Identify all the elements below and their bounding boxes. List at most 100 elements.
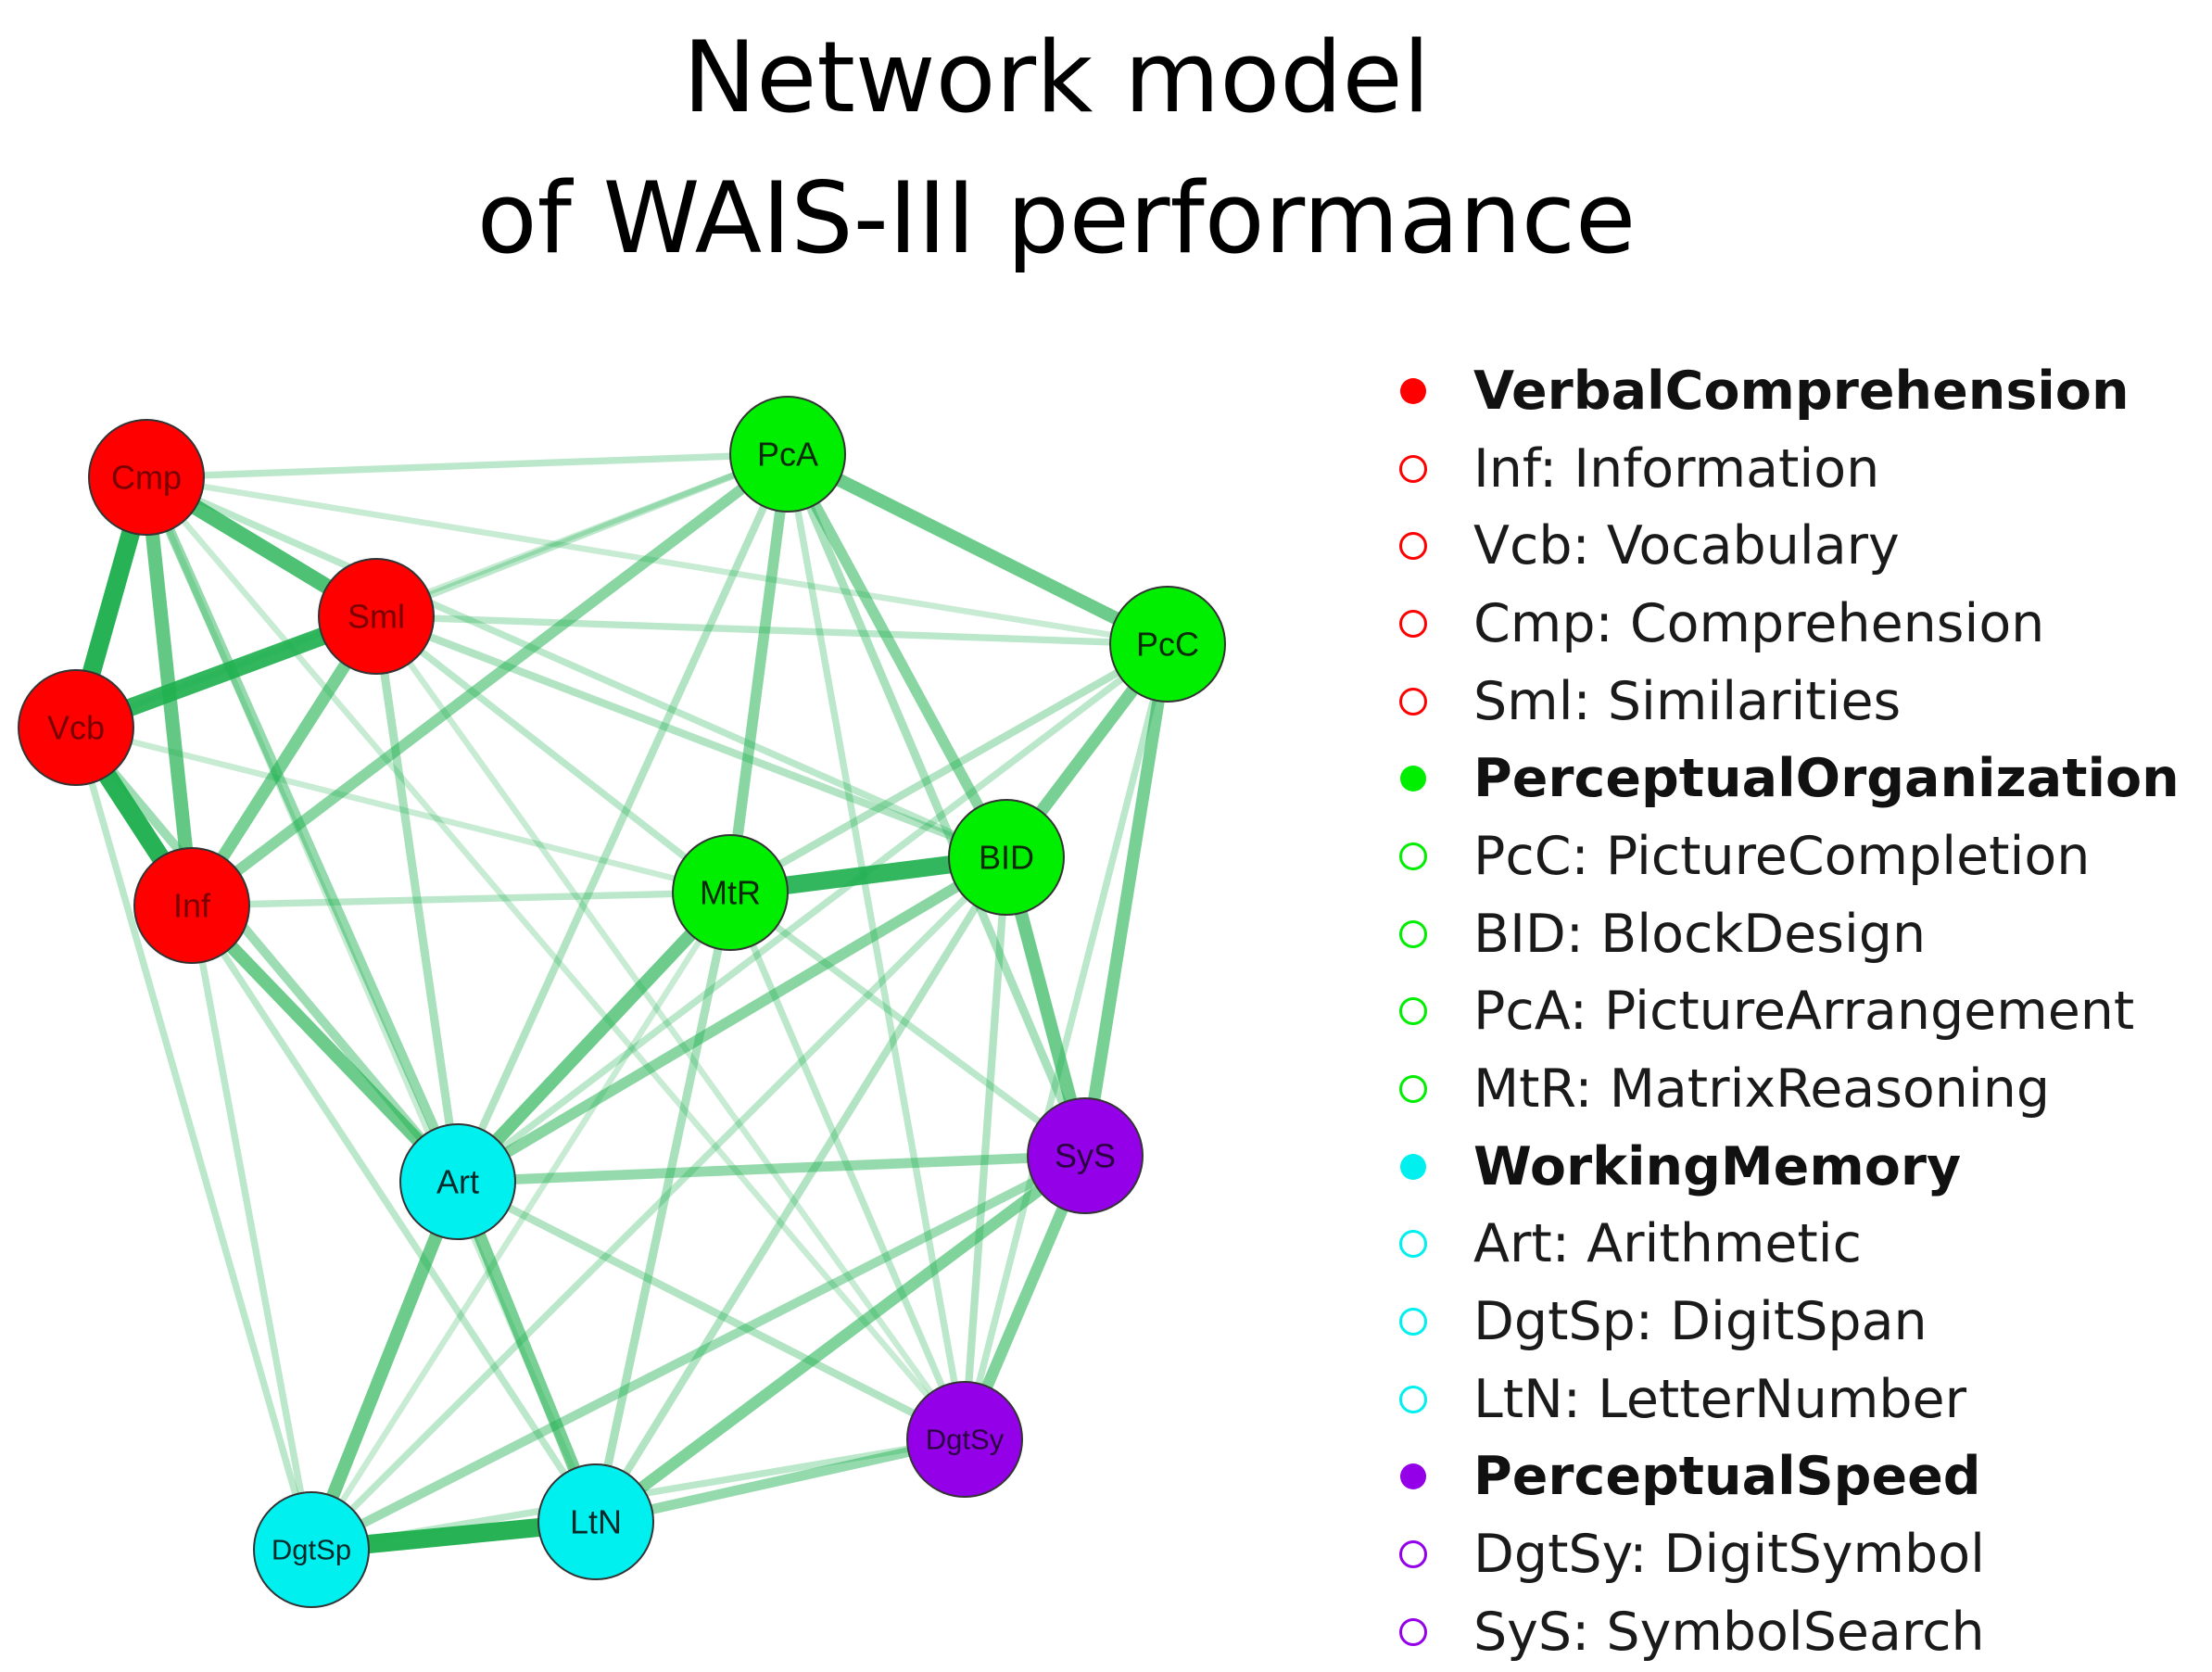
edge-BID-DgtSy <box>960 853 1011 1444</box>
edge-MtR-SyS <box>727 889 1089 1159</box>
edge-BID-LtN <box>591 853 1011 1526</box>
network-graph: CmpSmlVcbInfPcAPcCMtRBIDArtDgtSpLtNSySDg… <box>18 396 1226 1608</box>
node-label-LtN: LtN <box>570 1503 622 1541</box>
legend-item-perceptual: PcA: PictureArrangement <box>1399 973 2206 1051</box>
legend-item-speed: DgtSy: DigitSymbol <box>1399 1515 2206 1593</box>
edge-PcC-MtR <box>726 640 1172 897</box>
edge-PcA-Art <box>453 450 792 1186</box>
legend-label: Cmp: Comprehension <box>1473 592 2045 654</box>
edge-Cmp-BID <box>143 474 1010 861</box>
node-DgtSy: DgtSy <box>906 1381 1023 1498</box>
open-circle-icon <box>1399 454 1427 483</box>
node-circle-Sml <box>318 558 435 675</box>
node-circle-DgtSp <box>253 1491 370 1608</box>
legend-label: Inf: Information <box>1473 437 1880 500</box>
open-circle-icon <box>1399 1385 1427 1413</box>
diagram-title: Network model of WAIS-III performance <box>0 0 2113 289</box>
edge-PcA-MtR <box>725 449 793 898</box>
legend-item-perceptual: PcC: PictureCompletion <box>1399 817 2206 895</box>
open-circle-icon <box>1399 919 1427 948</box>
open-circle-icon <box>1399 609 1427 638</box>
node-label-Inf: Inf <box>173 887 211 925</box>
legend-label: LtN: LetterNumber <box>1473 1368 1967 1430</box>
legend-item-speed: SyS: SymbolSearch <box>1399 1593 2206 1671</box>
node-circle-LtN <box>537 1463 654 1580</box>
edge-Vcb-PcA <box>72 450 791 731</box>
open-circle-icon <box>1399 1540 1427 1569</box>
filled-circle-icon <box>1400 1463 1426 1490</box>
node-LtN: LtN <box>537 1463 654 1580</box>
edge-Cmp-PcA <box>143 450 791 481</box>
edge-Inf-PcA <box>186 449 793 911</box>
node-circle-PcC <box>1109 586 1226 703</box>
open-circle-icon <box>1399 687 1427 716</box>
edge-LtN-SyS <box>589 1149 1092 1528</box>
legend-label: VerbalComprehension <box>1473 360 2130 422</box>
edge-LtN-DgtSy <box>590 1434 970 1527</box>
edge-Art-BID <box>452 852 1012 1187</box>
legend-label: DgtSy: DigitSymbol <box>1473 1524 1985 1586</box>
edge-Cmp-LtN <box>143 474 600 1526</box>
edge-Inf-Art <box>184 898 465 1189</box>
edge-Art-MtR <box>450 885 738 1189</box>
edge-layer <box>66 447 1175 1560</box>
edge-Cmp-PcC <box>143 474 1171 648</box>
edge-PcC-Art <box>454 640 1171 1185</box>
node-label-SyS: SyS <box>1055 1137 1116 1175</box>
node-Art: Art <box>399 1123 516 1240</box>
legend-label: SyS: SymbolSearch <box>1473 1601 1985 1663</box>
node-PcA: PcA <box>729 396 846 513</box>
legend-label: PerceptualOrganization <box>1473 748 2180 810</box>
node-label-Art: Art <box>436 1163 479 1201</box>
edge-Sml-Art <box>372 612 462 1186</box>
node-circle-DgtSy <box>906 1381 1023 1498</box>
node-circle-Vcb <box>18 669 134 786</box>
node-layer: CmpSmlVcbInfPcAPcCMtRBIDArtDgtSpLtNSySDg… <box>18 396 1226 1608</box>
edge-PcA-BID <box>782 449 1012 863</box>
edge-Sml-PcA <box>373 450 791 620</box>
title-line-1: Network model <box>682 20 1431 134</box>
open-circle-icon <box>1399 1308 1427 1336</box>
title-line-2: of WAIS-III performance <box>476 161 1637 275</box>
legend-label: BID: BlockDesign <box>1473 903 1927 965</box>
edge-PcA-DgtSy <box>784 450 968 1443</box>
edge-MtR-LtN <box>591 888 735 1526</box>
edge-MtR-DgtSp <box>308 889 734 1553</box>
edge-Cmp-Inf <box>139 470 199 913</box>
node-Sml: Sml <box>318 558 435 675</box>
node-circle-MtR <box>672 834 789 951</box>
node-MtR: MtR <box>672 834 789 951</box>
node-label-Cmp: Cmp <box>111 459 182 497</box>
legend-group-verbal: VerbalComprehension <box>1399 352 2206 430</box>
open-circle-icon <box>1399 842 1427 870</box>
node-label-Sml: Sml <box>348 598 405 636</box>
legend-item-working: Art: Arithmetic <box>1399 1206 2206 1284</box>
edge-Art-DgtSy <box>453 1177 969 1444</box>
node-circle-Cmp <box>88 419 205 536</box>
node-circle-Inf <box>133 847 250 964</box>
open-circle-icon <box>1399 1617 1427 1646</box>
edge-Inf-MtR <box>188 889 734 909</box>
edge-Sml-PcC <box>373 613 1171 648</box>
node-circle-SyS <box>1027 1097 1144 1214</box>
edge-Cmp-Art <box>141 472 463 1187</box>
legend-label: DgtSp: DigitSpan <box>1473 1291 1928 1353</box>
node-SyS: SyS <box>1027 1097 1144 1214</box>
filled-circle-icon <box>1400 1153 1426 1180</box>
legend-group-speed: PerceptualSpeed <box>1399 1438 2206 1516</box>
legend-item-verbal: Vcb: Vocabulary <box>1399 507 2206 585</box>
open-circle-icon <box>1399 1075 1427 1104</box>
legend-item-verbal: Cmp: Comprehension <box>1399 585 2206 663</box>
legend-item-perceptual: MtR: MatrixReasoning <box>1399 1050 2206 1128</box>
edge-Sml-MtR <box>373 613 734 896</box>
node-BID: BID <box>948 799 1065 916</box>
legend-label: PcC: PictureCompletion <box>1473 825 2091 887</box>
node-label-MtR: MtR <box>700 874 761 912</box>
edge-PcA-PcC <box>780 447 1175 652</box>
node-Cmp: Cmp <box>88 419 205 536</box>
legend-label: Sml: Similarities <box>1473 670 1902 732</box>
node-label-PcC: PcC <box>1136 626 1199 664</box>
node-label-PcA: PcA <box>757 436 818 474</box>
edge-Art-LtN <box>451 1175 602 1528</box>
edge-Inf-LtN <box>188 902 600 1526</box>
